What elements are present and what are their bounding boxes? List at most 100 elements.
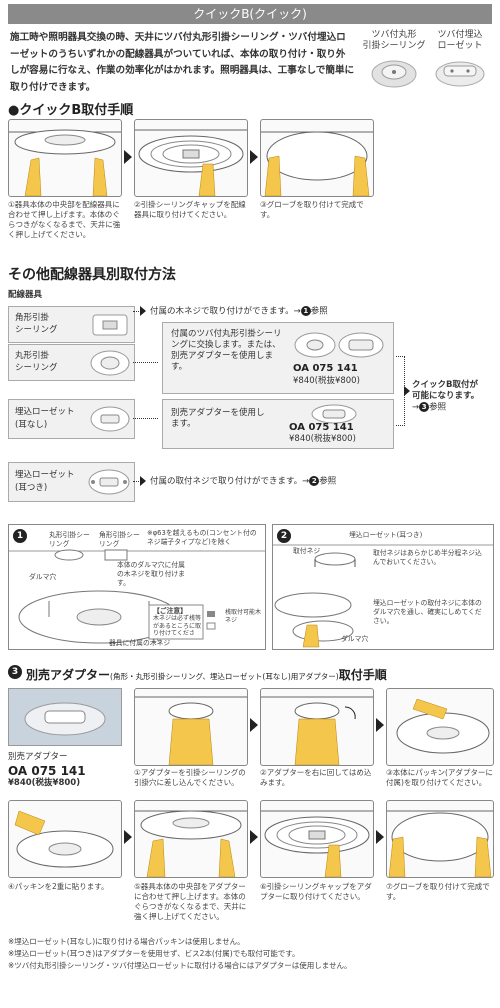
section-banner: クイックB(クイック) [8, 4, 492, 24]
adapter-step4-caption: ④パッキンを2重に貼ります。 [8, 882, 109, 891]
device-label: 角形引掛 [15, 313, 50, 323]
connector-line [133, 311, 141, 312]
adapter-step7-caption: ⑦グローブを取り付けて完成です。 [386, 882, 490, 901]
step-arrow [124, 830, 132, 844]
adapter-step6-illustration [260, 800, 374, 878]
heading-part: 別売アダプター [26, 668, 111, 682]
right-note-text: 可能になります。 [412, 391, 480, 401]
step-arrow [250, 830, 258, 844]
rosette-image [90, 406, 130, 432]
step-arrow [250, 718, 258, 732]
adapter-image [311, 404, 357, 424]
right-note-text: 参照 [429, 402, 447, 413]
step-arrow [376, 718, 384, 732]
ref-badge: 3 [419, 402, 430, 412]
right-note-text: → [412, 402, 420, 413]
right-note-text: クイックB取付が [412, 380, 478, 390]
product-label: ツバ付丸形 [371, 30, 417, 40]
step-arrow [376, 830, 384, 844]
intro-text: 施工時や照明器具交換の時、天井にツバ付丸形引掛シーリング・ツバ付埋込ローゼットの… [10, 32, 355, 93]
step2-caption: ②引掛シーリングキャップを配線器具に取り付けてください。 [134, 200, 246, 219]
footnotes: ※埋込ローゼット(耳なし)に取り付ける場合パッキンは使用しません。 ※埋込ローゼ… [8, 936, 492, 972]
diagram-1-illustration [9, 549, 265, 644]
adapter-step6-caption: ⑥引掛シーリングキャップをアダプターに取り付けてください。 [260, 882, 372, 901]
note-text: 参照 [319, 476, 337, 487]
option-box-2: 別売アダプターを使用します。 OA 075 141 ¥840(税抜¥800) [162, 399, 394, 449]
step3-caption: ③グローブを取り付けて完成です。 [260, 200, 364, 219]
diagram-number: 1 [13, 529, 27, 543]
adapter-step1-illustration [134, 688, 248, 766]
step1-illustration [8, 119, 122, 197]
diagram-note: 取付ネジはあらかじめ半分程ネジ込んでおいてください。 [373, 549, 482, 566]
caution-title: 【ご注意】 [153, 607, 187, 615]
connector-line [133, 481, 141, 482]
product-label: ローゼット [437, 41, 483, 51]
dalma-label: ダルマ穴 [341, 635, 369, 643]
device-sublabel: 配線器具 [8, 290, 43, 300]
price: ¥840(税抜¥800) [289, 434, 356, 444]
option-text: 別売アダプターを使用します。 [171, 408, 265, 429]
adapter-photo [8, 688, 122, 746]
device-label: シーリング [15, 325, 58, 335]
step-arrow [250, 150, 258, 164]
adapter-step2-caption: ②アダプターを右に回してはめ込みます。 [260, 768, 372, 787]
note-text: 付属の取付ネジで取り付けができます。→ [150, 476, 310, 487]
body-note: 本体のダルマ穴に付属の木ネジを取り付けます。 [117, 561, 185, 587]
device-label: 埋込ローゼット [15, 407, 75, 417]
option-text: 付属のツバ付丸形引掛シーリングに交換します。または、別売アダプターを使用します。 [171, 329, 282, 372]
device-label: (耳なし) [15, 420, 48, 430]
note-text: 付属の木ネジで取り付けができます。→ [150, 306, 301, 317]
device-round-ceiling: 丸形引掛 シーリング [8, 344, 135, 381]
caution-text: 木ネジは必ず桟等があるところに取り付けてください。 [153, 615, 202, 645]
product-label: ツバ付埋込 [437, 30, 483, 40]
square-ceiling-image [92, 314, 128, 336]
ref-badge: 2 [309, 476, 320, 486]
ref-badge: 1 [300, 306, 311, 316]
round-ceiling-image [371, 60, 417, 88]
arrow-icon [140, 476, 146, 486]
adapter-step7-illustration [386, 800, 494, 878]
adapter-step4-illustration [8, 800, 122, 878]
section3-number: 3 [8, 665, 22, 679]
adapter-price: ¥840(税抜¥800) [8, 778, 81, 788]
arrow-icon [404, 386, 410, 396]
adapter-step2-illustration [260, 688, 374, 766]
step3-illustration [260, 119, 374, 197]
price: ¥840(税抜¥800) [293, 376, 360, 386]
section3-heading: 別売アダプター(角形・丸形引掛シーリング、埋込ローゼット(耳なし)用アダプター)… [26, 664, 387, 683]
rosette-ears-image [88, 469, 130, 495]
heading-part: (角形・丸形引掛シーリング、埋込ローゼット(耳なし)用アダプター) [110, 672, 339, 681]
dalma-label: ダルマ穴 [29, 573, 57, 581]
box-legend: 桟取付可能木ネジ [225, 609, 262, 624]
step-arrow [124, 150, 132, 164]
diagram-2-illustration [273, 544, 493, 648]
diagram-number: 2 [277, 529, 291, 543]
adapter-step3-illustration [386, 688, 494, 766]
device-label: シーリング [15, 363, 58, 373]
adapter-step1-caption: ①アダプターを引掛シーリングの引掛穴に差し込んでください。 [134, 768, 246, 787]
diagram-label: 角形引掛シーリング [99, 531, 140, 548]
arrow-icon [140, 306, 146, 316]
product-rosette: ツバ付埋込 ローゼット [428, 30, 492, 96]
screw-label: 取付ネジ [293, 547, 321, 555]
diagram-1: 1 丸形引掛シーリング 角形引掛シーリング ※φ63を越えるもの(コンセント付の… [8, 524, 266, 650]
model-number: OA 075 141 [289, 422, 354, 433]
adapter-model: OA 075 141 [8, 764, 86, 778]
step2-illustration [134, 119, 248, 197]
footnote: ※埋込ローゼット(耳なし)に取り付ける場合パッキンは使用しません。 [8, 937, 245, 946]
diagram-2: 2 埋込ローゼット(耳つき) 取付ネジ 取付ネジはあらかじめ半分程ネジ込んでおい… [272, 524, 494, 650]
footnote: ※ツバ付丸形引掛シーリング・ツバ付埋込ローゼットに取付ける場合にはアダプターは使… [8, 961, 352, 970]
option-box-1: 付属のツバ付丸形引掛シーリングに交換します。または、別売アダプターを使用します。… [162, 322, 394, 394]
diagram-note: ※φ63を越えるもの(コンセント付のネジ端子タイプなど)を除く [147, 529, 257, 546]
adapter-step3-caption: ③本体にパッキン(アダプターに付属)を取り付けてください。 [386, 768, 493, 787]
model-number: OA 075 141 [293, 363, 358, 374]
footnote: ※埋込ローゼット(耳つき)はアダプターを使用せず、ビス2本(付属)でも取付可能で… [8, 949, 300, 958]
diagram-bottom-label: 器具に付属の木ネジ [109, 639, 171, 647]
product-label: 引掛シーリング [362, 41, 426, 51]
connector-line [133, 362, 158, 363]
heading-part: 取付手順 [338, 668, 387, 682]
section2-heading: その他配線器具別取付方法 [8, 267, 176, 283]
